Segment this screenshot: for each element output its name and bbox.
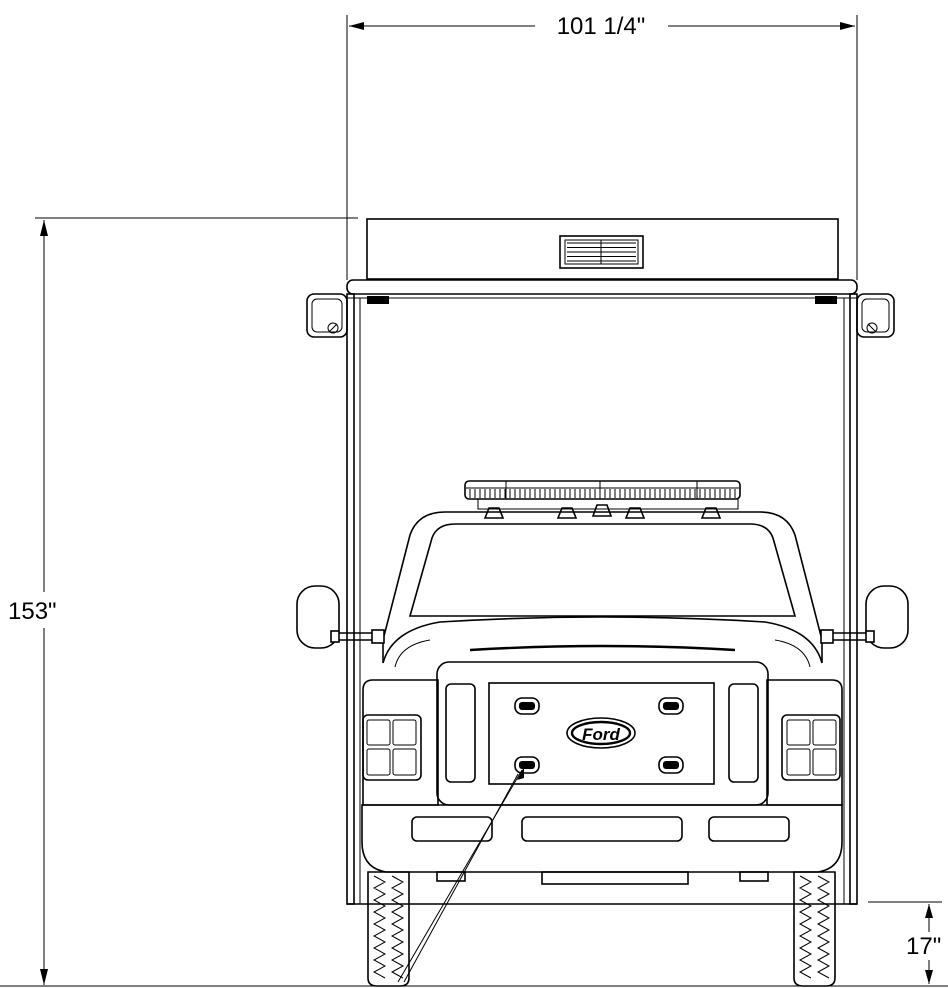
- grille-warning-light-bottom-right: [658, 756, 684, 774]
- light-bar: [464, 480, 741, 510]
- height-dimension-label: 153": [8, 598, 57, 625]
- left-headlight: [362, 714, 422, 781]
- right-tire: [793, 871, 836, 987]
- width-dimension: 101 1/4": [346, 13, 858, 280]
- ford-emblem-text: Ford: [582, 725, 620, 744]
- grille-warning-light-top-right: [658, 697, 684, 715]
- upper-left-lamp: [306, 293, 348, 338]
- left-mirror: [296, 585, 385, 649]
- ford-emblem: Ford: [566, 717, 636, 749]
- height-dimension: 153": [8, 217, 358, 985]
- width-dimension-label: 101 1/4": [557, 13, 646, 40]
- grille-warning-light-top-left: [514, 697, 540, 715]
- right-mirror: [820, 585, 909, 649]
- module-body: [346, 218, 858, 905]
- grille-warning-light-bottom-left: [514, 756, 540, 774]
- front-bumper: [361, 804, 843, 885]
- roof-vent: [559, 235, 644, 269]
- cab: [382, 504, 823, 663]
- left-tire: [367, 871, 410, 987]
- ground-clearance-dimension: 17": [868, 901, 942, 984]
- ground-clearance-label: 17": [906, 933, 941, 960]
- right-headlight: [781, 714, 841, 781]
- hood: [382, 616, 823, 668]
- leader-lines: [397, 767, 524, 983]
- upper-right-lamp: [856, 293, 895, 338]
